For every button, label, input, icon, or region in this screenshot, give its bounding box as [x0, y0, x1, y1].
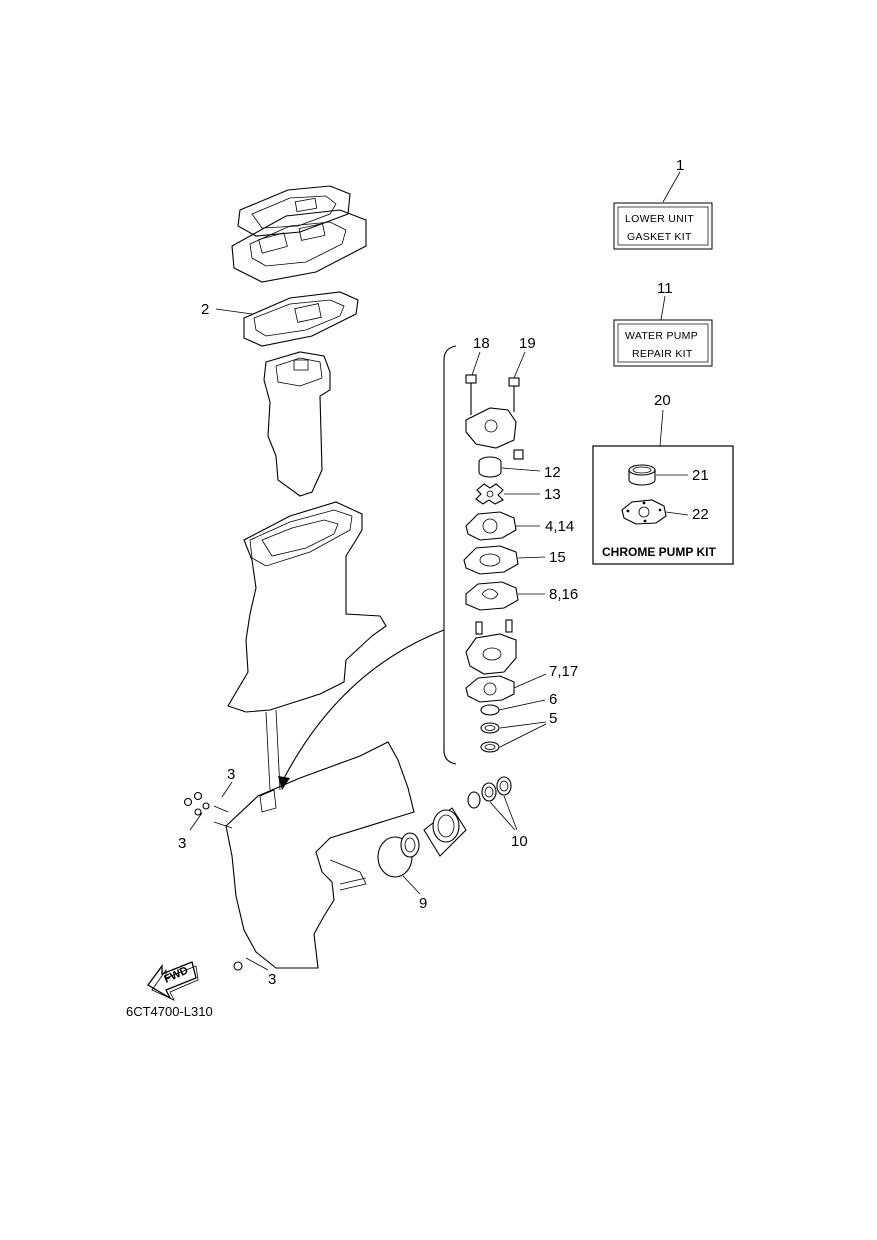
callout-12: 12: [544, 464, 561, 481]
chrome-pump-kit-box: 20 21 22 CHROME PUMP KIT: [592, 392, 734, 565]
callout-2: 2: [201, 301, 209, 318]
driveshaft-housing: [227, 501, 387, 791]
callout-10: 10: [511, 833, 528, 850]
gasket-kit-line2: GASKET KIT: [627, 231, 692, 243]
callout-7-17: 7,17: [549, 663, 578, 680]
callout-15: 15: [549, 549, 566, 566]
callout-22: 22: [692, 506, 709, 523]
callout-1: 1: [676, 157, 684, 174]
callout-3-a: 3: [227, 766, 235, 783]
callout-18: 18: [473, 335, 490, 352]
chrome-kit-title: CHROME PUMP KIT: [602, 545, 716, 559]
callout-3-b: 3: [178, 835, 186, 852]
callout-20: 20: [654, 392, 671, 409]
callout-4-14: 4,14: [545, 518, 574, 535]
pump-kit-line1: WATER PUMP: [625, 330, 698, 342]
callout-21: 21: [692, 467, 709, 484]
callout-13: 13: [544, 486, 561, 503]
water-pump-group: 18 19 12 13 4,14 15: [278, 335, 578, 790]
gasket-kit-line1: LOWER UNIT: [625, 213, 694, 225]
screws-3: [183, 781, 269, 971]
callout-6: 6: [549, 691, 557, 708]
upper-casing-gaskets: 2: [201, 185, 367, 497]
callout-9: 9: [419, 895, 427, 912]
pump-kit-line2: REPAIR KIT: [632, 348, 693, 360]
callout-19: 19: [519, 335, 536, 352]
fwd-arrow-icon: FWD: [147, 961, 199, 1001]
document-code: 6CT4700-L310: [126, 1004, 213, 1019]
gasket-kit-box: 1 LOWER UNIT GASKET KIT: [613, 157, 713, 250]
callout-3-c: 3: [268, 971, 276, 988]
callout-11: 11: [657, 280, 673, 297]
callout-8-16: 8,16: [549, 586, 578, 603]
callout-5: 5: [549, 710, 557, 727]
lower-unit-gearcase: 3 3 3 9 10: [178, 741, 528, 988]
pump-kit-box: 11 WATER PUMP REPAIR KIT: [613, 280, 713, 367]
